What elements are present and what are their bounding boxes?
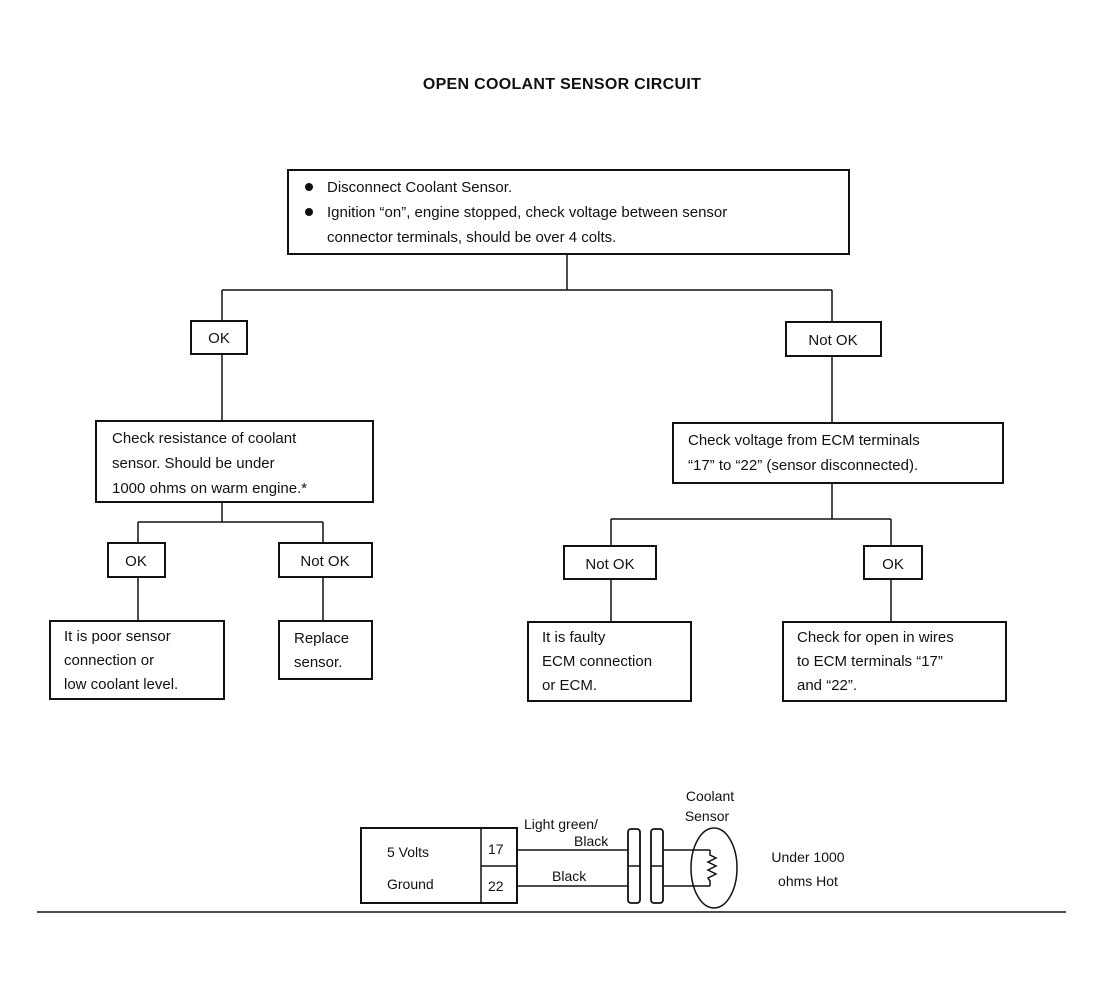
check-resistance-line1: Check resistance of coolant (112, 430, 297, 447)
check-voltage-box (672, 422, 1004, 484)
top-instruction-box (287, 169, 850, 255)
check-resistance-line2: sensor. Should be under (112, 455, 275, 472)
faulty-ecm-box (527, 621, 692, 702)
check-resistance-line3: 1000 ohms on warm engine.* (112, 480, 307, 497)
check-resistance-box (95, 420, 374, 503)
bullet-dot (305, 208, 313, 216)
wire1-label-line1: Light green/ (524, 816, 598, 832)
resistor-icon (706, 850, 718, 886)
bullet-dot (305, 183, 313, 191)
replace-sensor-box (278, 620, 373, 680)
poor-connection-line1: It is poor sensor (64, 628, 171, 645)
faulty-ecm-line1: It is faulty (542, 629, 606, 646)
top-box-bullet1: Disconnect Coolant Sensor. (327, 179, 512, 196)
faulty-ecm-line2: ECM connection (542, 653, 652, 670)
ok-box-right-sub (863, 545, 923, 580)
check-voltage-line2: “17” to “22” (sensor disconnected). (688, 457, 918, 474)
notok-box-right (785, 321, 882, 357)
ok-label-left-sub: OK (125, 553, 147, 570)
notok-label-right: Not OK (808, 332, 857, 349)
volts-label: 5 Volts (387, 844, 429, 860)
top-box-bullet2-line1: Ignition “on”, engine stopped, check vol… (327, 204, 727, 221)
spec-line2: ohms Hot (778, 873, 838, 889)
ground-label: Ground (387, 876, 434, 892)
check-open-wires-line2: to ECM terminals “17” (797, 653, 943, 670)
terminal-17-label: 17 (488, 841, 504, 857)
page-title: OPEN COOLANT SENSOR CIRCUIT (423, 76, 701, 93)
sensor-label-line1: Coolant (686, 788, 734, 804)
wire1-label-line2: Black (574, 833, 609, 849)
check-open-wires-line3: and “22”. (797, 677, 857, 694)
notok-label-left-sub: Not OK (300, 553, 349, 570)
spec-line1: Under 1000 (771, 849, 844, 865)
check-open-wires-box (782, 621, 1007, 702)
ok-label-right-sub: OK (882, 556, 904, 573)
coolant-sensor-outline (690, 827, 738, 909)
wire2-label: Black (552, 868, 587, 884)
check-voltage-line1: Check voltage from ECM terminals (688, 432, 920, 449)
ok-box-left-sub (107, 542, 166, 578)
notok-box-left-sub (278, 542, 373, 578)
poor-connection-line3: low coolant level. (64, 676, 178, 693)
ok-box-left (190, 320, 248, 355)
circuit-diagram: 5 Volts Ground 17 22 Light green/ Black … (360, 788, 845, 909)
sensor-label-line2: Sensor (685, 808, 730, 824)
check-open-wires-line1: Check for open in wires (797, 629, 954, 646)
notok-box-right-sub (563, 545, 657, 580)
top-box-bullet2-line2: connector terminals, should be over 4 co… (327, 229, 616, 246)
poor-connection-box (49, 620, 225, 700)
ok-label-left: OK (208, 330, 230, 347)
faulty-ecm-line3: or ECM. (542, 677, 597, 694)
replace-sensor-line1: Replace (294, 630, 349, 647)
terminal-22-label: 22 (488, 878, 504, 894)
notok-label-right-sub: Not OK (585, 556, 634, 573)
replace-sensor-line2: sensor. (294, 654, 342, 671)
poor-connection-line2: connection or (64, 652, 154, 669)
